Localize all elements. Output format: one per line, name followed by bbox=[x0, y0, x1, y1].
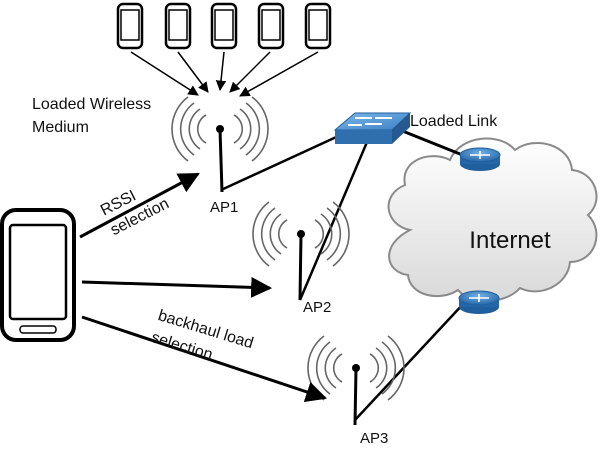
backhaul-label: backhaul load selection bbox=[149, 307, 255, 364]
client-phone-2 bbox=[164, 2, 192, 50]
loaded-medium-label-line1: Loaded Wireless bbox=[32, 96, 151, 113]
ap3-label: AP3 bbox=[360, 430, 388, 447]
ap1-switch-link bbox=[220, 131, 346, 192]
switch-router1-link bbox=[399, 128, 466, 158]
backhaul-arrow bbox=[81, 315, 327, 402]
router-icon-top bbox=[459, 147, 501, 171]
ap1-label: AP1 bbox=[210, 199, 238, 216]
client-phone-4 bbox=[257, 2, 285, 50]
ap2-label: AP2 bbox=[303, 299, 331, 316]
phone-ap2-arrow bbox=[81, 276, 273, 298]
internet-cloud: Internet bbox=[387, 137, 598, 302]
user-phone bbox=[0, 208, 76, 342]
ap2-switch-link bbox=[298, 134, 372, 301]
rssi-arrow bbox=[79, 172, 200, 239]
client-phone-3 bbox=[210, 2, 238, 50]
loaded-link-label: Loaded Link bbox=[410, 113, 498, 130]
internet-label: Internet bbox=[469, 227, 551, 254]
ap3-router2-link bbox=[354, 301, 466, 421]
router-icon-bottom bbox=[458, 290, 500, 314]
client-to-ap1-arrows bbox=[130, 51, 319, 97]
access-point-ap3: AP3 bbox=[307, 335, 405, 447]
client-phone-5 bbox=[304, 2, 332, 50]
access-point-ap2: AP2 bbox=[252, 201, 350, 316]
switch-icon bbox=[333, 112, 412, 144]
backhaul-links bbox=[220, 128, 466, 421]
access-point-ap1: AP1 bbox=[171, 96, 269, 216]
phone-to-ap-arrows bbox=[79, 172, 327, 402]
client-phone-1 bbox=[116, 2, 144, 50]
loaded-medium-label-line2: Medium bbox=[32, 119, 89, 136]
client-phones bbox=[116, 2, 332, 50]
